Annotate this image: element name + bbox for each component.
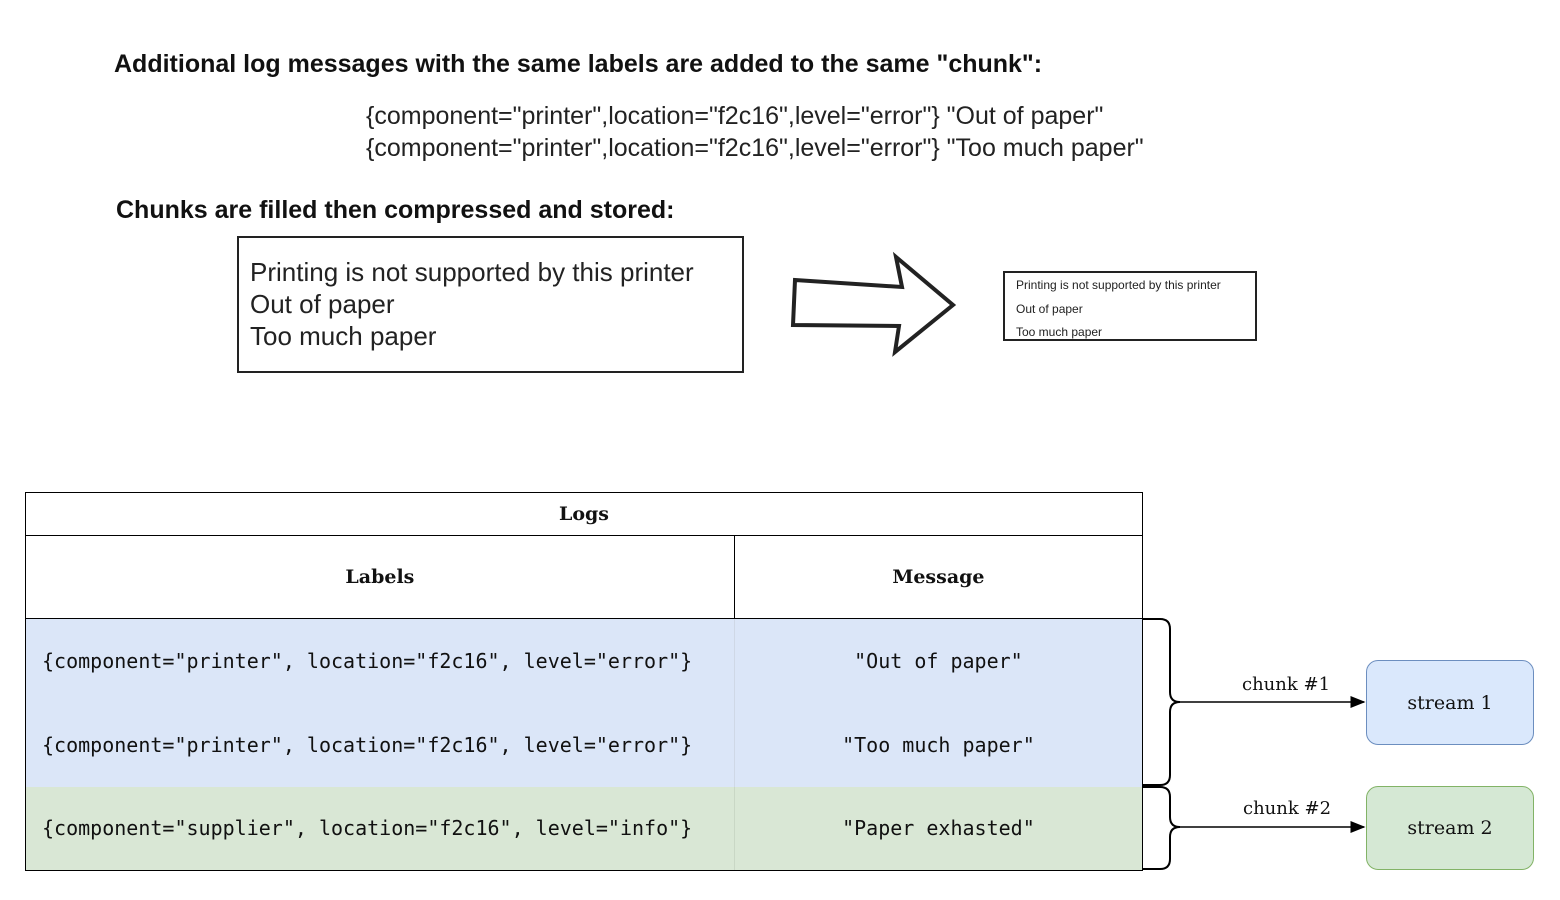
logs-table: Logs Labels Message {component="printer"…: [25, 492, 1144, 871]
stream-1-box: stream 1: [1366, 660, 1534, 745]
message-cell: "Out of paper": [733, 618, 1144, 703]
chunk-2-label: chunk #2: [1243, 798, 1332, 819]
message-cell: "Too much paper": [733, 702, 1144, 787]
stream-2-label: stream 2: [1407, 817, 1493, 839]
table-row: {component="printer", location="f2c16", …: [25, 618, 1144, 703]
example-log-lines: {component="printer",location="f2c16",le…: [366, 100, 1144, 164]
labels-cell: {component="printer", location="f2c16", …: [25, 702, 735, 787]
logs-table-title: Logs: [25, 492, 1143, 536]
chunk-2-brace: [1143, 786, 1181, 870]
labels-cell: {component="printer", location="f2c16", …: [25, 618, 735, 703]
uncompressed-chunk: Printing is not supported by this printe…: [237, 236, 744, 373]
chunk-line: Too much paper: [250, 321, 437, 351]
compress-arrow-icon: [790, 251, 957, 357]
chunk-1-label: chunk #1: [1242, 674, 1331, 695]
heading-compressed: Chunks are filled then compressed and st…: [116, 196, 675, 224]
chunk-line: Printing is not supported by this printe…: [250, 257, 694, 287]
compressed-chunk-line: Too much paper: [1016, 325, 1103, 339]
labels-header: Labels: [25, 535, 735, 619]
stream-1-label: stream 1: [1407, 691, 1493, 714]
stream-2-box: stream 2: [1366, 786, 1534, 870]
example-log-line: {component="printer",location="f2c16",le…: [366, 102, 1104, 130]
table-row: {component="supplier", location="f2c16",…: [25, 786, 1144, 871]
message-header: Message: [733, 535, 1144, 619]
chunk-connectors: [1143, 618, 1366, 870]
table-row: {component="printer", location="f2c16", …: [25, 702, 1144, 787]
message-cell: "Paper exhasted": [733, 786, 1144, 871]
chunk-line: Out of paper: [250, 289, 395, 319]
compressed-chunk-line: Out of paper: [1016, 301, 1083, 316]
labels-cell: {component="supplier", location="f2c16",…: [25, 786, 735, 871]
compressed-chunk-line: Printing is not supported by this printe…: [1016, 278, 1221, 292]
heading-same-chunk: Additional log messages with the same la…: [114, 50, 1043, 78]
example-log-line: {component="printer",location="f2c16",le…: [366, 134, 1144, 162]
compressed-chunk: Printing is not supported by this printe…: [1003, 271, 1257, 341]
chunk-1-brace: [1143, 618, 1181, 786]
